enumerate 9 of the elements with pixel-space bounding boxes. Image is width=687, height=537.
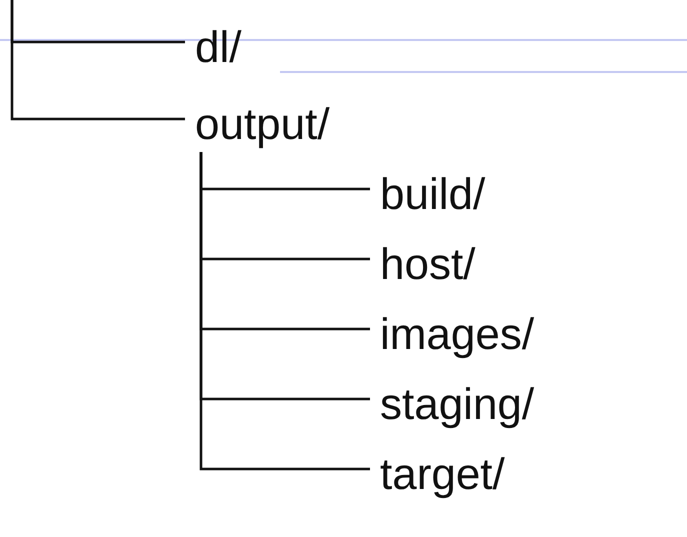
folder-name: dl/ xyxy=(195,21,242,75)
folder-name: images/ xyxy=(380,308,534,362)
folder-name: staging/ xyxy=(380,378,534,432)
folder-name: output/ xyxy=(195,98,330,152)
folder-name: target/ xyxy=(380,448,505,502)
folder-name: host/ xyxy=(380,238,476,292)
tree-branch-line xyxy=(10,0,185,120)
folder-name: build/ xyxy=(380,168,486,222)
tree-branch-line xyxy=(200,152,370,470)
